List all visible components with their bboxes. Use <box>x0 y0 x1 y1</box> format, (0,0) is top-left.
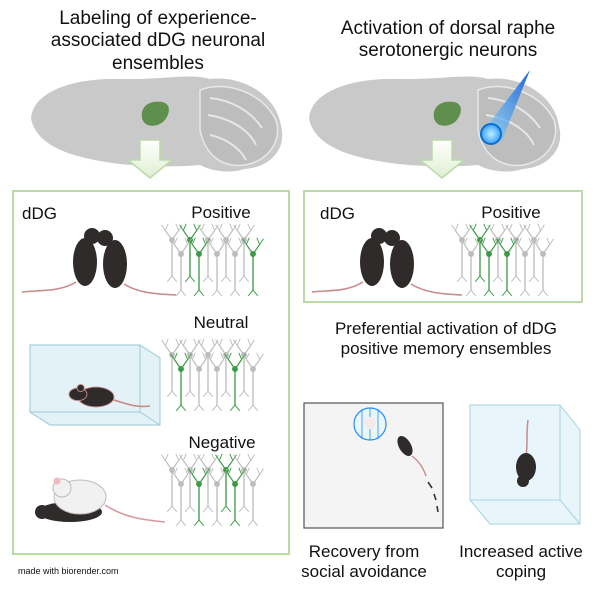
inactive-neuron <box>205 467 229 527</box>
social-avoidance-arena <box>303 402 444 529</box>
active-neuron <box>223 352 247 412</box>
right-down-arrow <box>417 139 467 179</box>
inactive-neuron <box>241 467 265 527</box>
active-neuron <box>241 237 265 297</box>
active-coping-box <box>469 404 581 525</box>
outcome-social: Recovery from social avoidance <box>301 542 427 582</box>
positive-neuron-cluster <box>160 223 265 297</box>
inactive-neuron <box>223 237 247 297</box>
right-positive-neuron-cluster <box>450 223 555 297</box>
left-brain-illustration <box>28 74 285 179</box>
condition-negative: Negative <box>188 433 256 452</box>
inactive-neuron <box>169 237 193 297</box>
left-ddg-region <box>141 101 169 126</box>
right-ensemble-panel <box>303 190 583 303</box>
inactive-neuron <box>241 352 265 412</box>
negative-neuron-cluster <box>160 453 265 527</box>
optic-light-beam <box>484 70 530 140</box>
outcome-coping: Increased active coping <box>459 542 583 582</box>
right-ddg-region <box>433 101 461 126</box>
inactive-neuron <box>513 237 537 297</box>
neutral-cage <box>29 344 161 426</box>
condition-neutral: Neutral <box>193 313 249 332</box>
active-neuron <box>223 467 247 527</box>
right-brain-illustration <box>306 70 563 179</box>
inactive-neuron <box>187 352 211 412</box>
footer-credit: made with biorender.com <box>18 566 119 576</box>
right-positive-mice <box>311 228 463 296</box>
positive-mice-pair <box>21 228 177 296</box>
active-neuron <box>187 237 211 297</box>
inactive-neuron <box>531 237 555 297</box>
negative-mice <box>35 477 166 523</box>
right-region-label: dDG <box>320 204 355 223</box>
result-text: Preferential activation of dDG positive … <box>334 319 558 359</box>
inactive-neuron <box>459 237 483 297</box>
active-neuron <box>187 467 211 527</box>
dorsal-raphe-spot <box>480 123 502 145</box>
left-header: Labeling of experience-associated dDG ne… <box>50 8 266 74</box>
active-neuron <box>169 352 193 412</box>
inactive-neuron <box>205 237 229 297</box>
left-down-arrow <box>125 139 175 179</box>
condition-positive: Positive <box>191 203 251 222</box>
right-condition-positive: Positive <box>481 203 541 222</box>
active-neuron <box>495 237 519 297</box>
left-ensemble-panel <box>12 190 290 555</box>
inactive-neuron <box>169 467 193 527</box>
neutral-neuron-cluster <box>160 338 265 412</box>
inactive-neuron <box>205 352 229 412</box>
active-neuron <box>477 237 501 297</box>
left-region-label: dDG <box>22 204 57 223</box>
right-header: Activation of dorsal raphe serotonergic … <box>340 18 556 62</box>
